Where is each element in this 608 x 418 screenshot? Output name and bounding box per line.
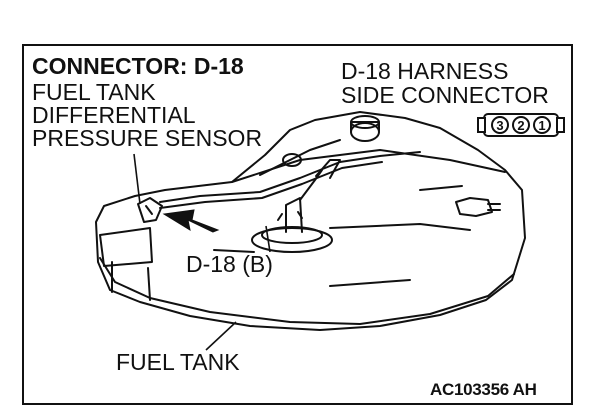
pin-2-circle <box>512 116 530 134</box>
figure-code: AC103356 AH <box>430 380 537 399</box>
pin-1-circle <box>533 116 551 134</box>
vapor-hose <box>159 151 421 203</box>
sensor-leader-line <box>133 153 141 205</box>
tank-lower-edge <box>99 257 515 325</box>
callout-leader-line <box>265 225 271 253</box>
harness-label-line-1: D-18 HARNESS <box>341 58 509 84</box>
right-port <box>455 197 493 217</box>
location-arrow <box>162 209 220 233</box>
tank-callout: FUEL TANK <box>116 349 240 375</box>
pin-1-label: 1 <box>538 118 545 133</box>
harness-connector-icon: 3 2 1 <box>477 113 565 137</box>
fuel-tank-outline <box>95 111 526 331</box>
sensor-body <box>137 197 163 223</box>
pin-3-circle <box>491 116 509 134</box>
pin-3-label: 3 <box>496 118 503 133</box>
sensor-label-line-3: PRESSURE SENSOR <box>32 125 263 151</box>
location-callout: D-18 (B) <box>186 251 273 277</box>
pin-2-label: 2 <box>517 118 524 133</box>
sensor-label-line-2: DIFFERENTIAL <box>32 102 196 128</box>
diagram-frame <box>22 44 573 405</box>
tank-left-cavity <box>99 227 153 267</box>
harness-label-line-2: SIDE CONNECTOR <box>341 82 549 108</box>
connector-title: CONNECTOR: D-18 <box>32 53 244 79</box>
tank-leader-line <box>205 321 237 351</box>
sensor-label-line-1: FUEL TANK <box>32 79 156 105</box>
